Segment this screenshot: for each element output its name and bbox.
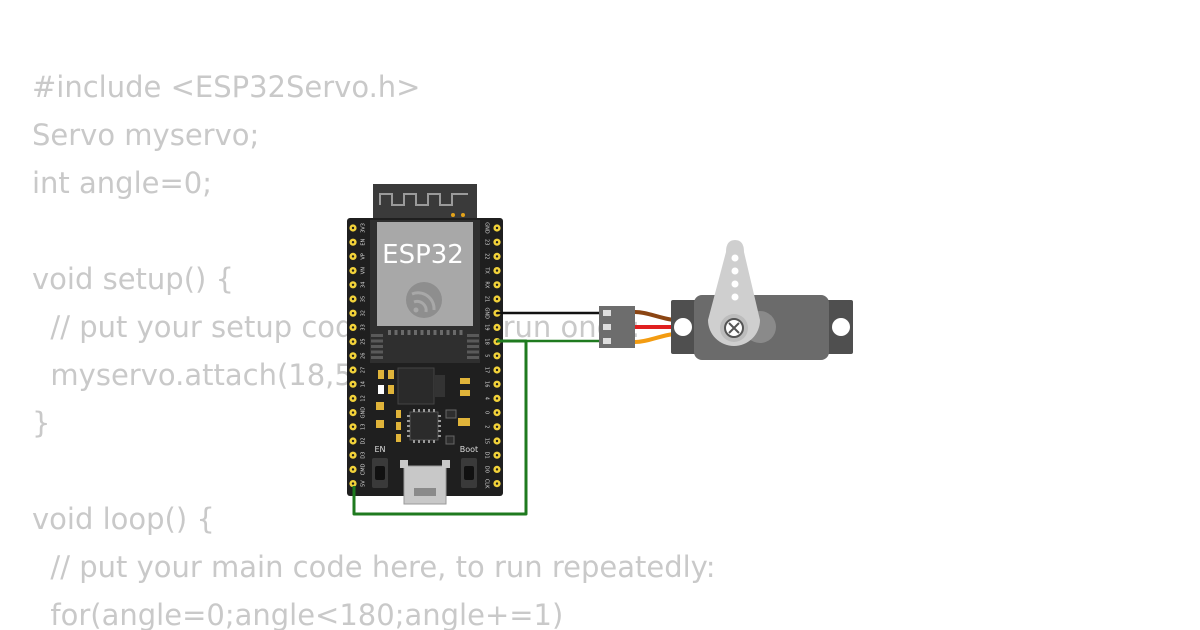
pin-label: RX	[484, 281, 490, 288]
code-line: Servo myservo;	[32, 118, 260, 152]
code-line: int angle=0;	[32, 166, 213, 200]
chip-label: ESP32	[382, 240, 464, 270]
pin-label: VP	[361, 253, 367, 259]
code-line: }	[32, 406, 51, 440]
pin-label: 25	[361, 338, 367, 344]
pin-label: 5V	[361, 480, 367, 487]
antenna-trace	[379, 193, 468, 206]
screw-icon	[674, 318, 692, 336]
pin-label: 21	[484, 296, 490, 302]
pin-label: 35	[361, 296, 367, 302]
pin-label: 14	[361, 381, 367, 387]
servo-motor[interactable]	[671, 240, 853, 360]
boot-label: Boot	[460, 445, 478, 454]
pin-label: 2	[484, 425, 490, 428]
code-line: #include <ESP32Servo.h>	[32, 70, 421, 104]
pin-label: 18	[484, 338, 490, 344]
pin-label: 34	[361, 282, 367, 288]
servo-horn[interactable]	[708, 240, 760, 346]
pin-label: VN	[361, 267, 367, 274]
right-pin-header[interactable]	[493, 224, 501, 488]
pin-label: 32	[361, 310, 367, 316]
pin-label: TX	[484, 266, 490, 274]
pin-label: 12	[361, 395, 367, 401]
smd-components	[376, 370, 470, 445]
screw-icon	[832, 318, 850, 336]
pin-label: 19	[484, 324, 490, 330]
wire-signal-18[interactable]	[352, 339, 600, 516]
pin-label: 3V3	[361, 223, 367, 233]
module-castellations	[371, 330, 479, 359]
servo-connector[interactable]	[599, 306, 635, 348]
pin-label: 23	[484, 239, 490, 245]
pin-label: CLK	[484, 479, 490, 489]
espressif-logo-icon	[406, 282, 442, 318]
pin-label: EN	[361, 238, 367, 245]
pin-label: 4	[484, 397, 490, 400]
pin-label: D3	[361, 452, 367, 459]
pin-label: D1	[484, 452, 490, 459]
pin-label: 17	[484, 367, 490, 373]
code-line: for(angle=0;angle<180;angle+=1)	[32, 598, 564, 630]
pin-label: 22	[484, 253, 490, 259]
pin-label: 26	[361, 353, 367, 359]
boot-button[interactable]	[461, 458, 477, 488]
pin-label: 0	[484, 411, 490, 414]
voltage-regulator	[397, 367, 435, 405]
usb-uart-chip	[409, 411, 439, 441]
en-button[interactable]	[372, 458, 388, 488]
pin-label: D0	[484, 466, 490, 473]
pin-label: CMD	[361, 463, 367, 475]
pin-label: 33	[361, 324, 367, 330]
pin-label: GND	[361, 407, 367, 419]
code-line: void loop() {	[32, 502, 215, 536]
pin-label: 5	[484, 354, 490, 357]
usb-port-icon	[400, 460, 450, 505]
pin-label: 16	[484, 381, 490, 387]
left-pin-header[interactable]	[349, 224, 357, 488]
code-line: void setup() {	[32, 262, 234, 296]
pin-label: 13	[361, 424, 367, 430]
en-label: EN	[374, 445, 385, 454]
pin-label: 15	[484, 438, 490, 444]
pin-label: GND	[484, 222, 490, 234]
pin-label: D2	[361, 437, 367, 444]
wifi-antenna	[373, 184, 477, 220]
pin-label: GND	[484, 307, 490, 319]
pin-label: 27	[361, 367, 367, 373]
esp32-board[interactable]: 3V3ENVPVN343532332526271412GND13D2D3CMD5…	[347, 184, 503, 505]
code-line: // put your main code here, to run repea…	[32, 550, 716, 584]
